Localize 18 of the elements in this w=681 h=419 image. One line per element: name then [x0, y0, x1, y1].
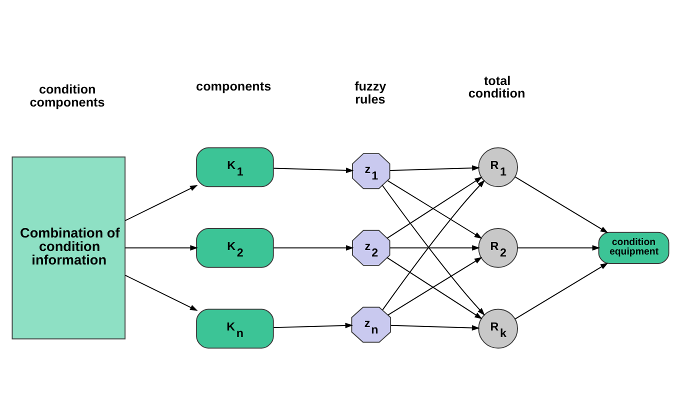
arrow: [273, 245, 354, 251]
label: total condition: [468, 74, 526, 101]
arrow: [390, 165, 480, 172]
arrow: [390, 245, 480, 251]
label: components: [196, 80, 272, 94]
label: fuzzy rules: [354, 80, 386, 106]
arrow: [514, 262, 608, 320]
arrow: [517, 245, 600, 251]
arrow: [514, 176, 608, 234]
label: condition components: [30, 82, 105, 110]
arrow: [273, 322, 354, 328]
arrow: [124, 184, 198, 222]
node-box: condition equipment: [598, 232, 670, 264]
arrow: [390, 324, 480, 331]
arrow: [273, 168, 354, 174]
arrow: [124, 274, 198, 311]
node-box: Combination of condition information: [12, 156, 126, 340]
arrow: [124, 245, 198, 251]
